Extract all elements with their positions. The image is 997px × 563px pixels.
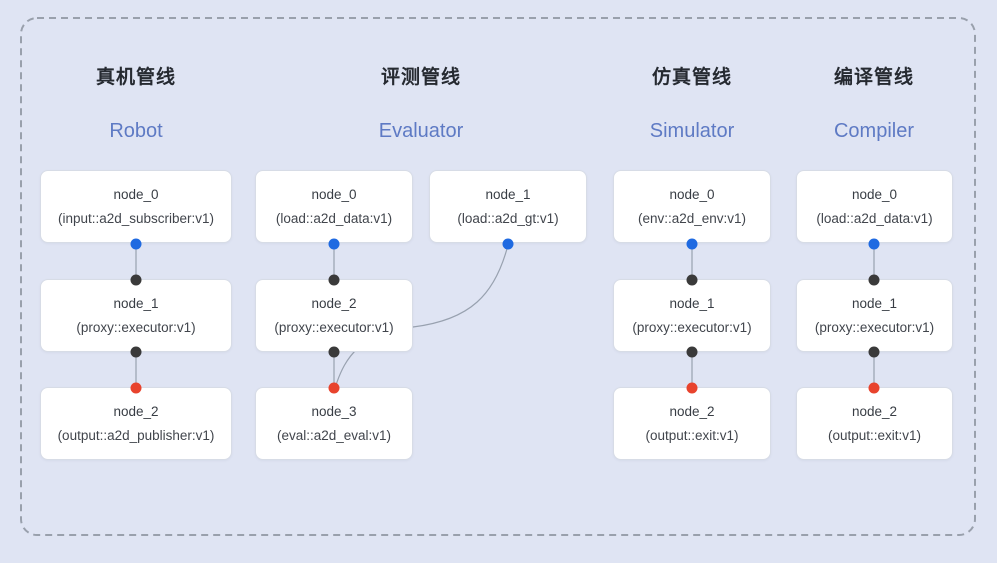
node-name: node_0 — [113, 186, 159, 202]
evaluator-node-0: node_0 (load::a2d_data:v1) — [255, 170, 413, 243]
black-port-dot — [686, 274, 698, 285]
evaluator-node-1: node_1 (load::a2d_gt:v1) — [429, 170, 587, 243]
node-type: (load::a2d_gt:v1) — [457, 210, 559, 226]
compiler-title-en: Compiler — [833, 120, 915, 142]
robot-node-0: node_0 (input::a2d_subscriber:v1) — [40, 170, 232, 243]
blue-port-dot — [328, 238, 340, 249]
simulator-node-2: node_2 (output::exit:v1) — [613, 387, 771, 460]
blue-port-dot — [130, 238, 142, 249]
node-type: (env::a2d_env:v1) — [637, 210, 747, 226]
node-type: (proxy::executor:v1) — [632, 319, 752, 335]
red-port-dot — [130, 382, 142, 393]
node-type: (proxy::executor:v1) — [274, 319, 394, 335]
simulator-node-1: node_1 (proxy::executor:v1) — [613, 279, 771, 352]
evaluator-title-zh: 评测管线 — [380, 67, 461, 88]
node-name: node_2 — [311, 295, 357, 311]
compiler-node-2: node_2 (output::exit:v1) — [796, 387, 953, 460]
black-port-dot — [130, 274, 142, 285]
node-type: (input::a2d_subscriber:v1) — [57, 210, 215, 226]
node-name: node_1 — [485, 186, 531, 202]
node-type: (proxy::executor:v1) — [76, 319, 196, 335]
black-port-dot — [868, 274, 880, 285]
compiler-node-0: node_0 (load::a2d_data:v1) — [796, 170, 953, 243]
black-port-dot — [130, 346, 142, 357]
node-name: node_2 — [851, 403, 898, 419]
simulator-title-en: Simulator — [649, 120, 735, 142]
node-name: node_1 — [113, 295, 159, 311]
node-name: node_2 — [669, 403, 715, 419]
blue-port-dot — [502, 238, 514, 249]
node-name: node_1 — [851, 295, 898, 311]
node-name: node_3 — [311, 403, 357, 419]
robot-node-1: node_1 (proxy::executor:v1) — [40, 279, 232, 352]
black-port-dot — [868, 346, 880, 357]
black-port-dot — [328, 346, 340, 357]
red-port-dot — [868, 382, 880, 393]
black-port-dot — [686, 346, 698, 357]
node-type: (eval::a2d_eval:v1) — [276, 427, 392, 443]
node-name: node_2 — [113, 403, 159, 419]
node-type: (output::a2d_publisher:v1) — [57, 427, 215, 443]
dashed-border-frame — [20, 17, 976, 536]
red-port-dot — [328, 382, 340, 393]
node-name: node_0 — [669, 186, 715, 202]
compiler-node-1: node_1 (proxy::executor:v1) — [796, 279, 953, 352]
evaluator-node-2: node_2 (proxy::executor:v1) — [255, 279, 413, 352]
node-name: node_0 — [311, 186, 357, 202]
compiler-title-zh: 编译管线 — [833, 67, 914, 88]
robot-node-2: node_2 (output::a2d_publisher:v1) — [40, 387, 232, 460]
edge-evaluator-n1-n3-curve — [335, 244, 509, 386]
blue-port-dot — [868, 238, 880, 249]
blue-port-dot — [686, 238, 698, 249]
node-type: (load::a2d_data:v1) — [275, 210, 393, 226]
node-type: (output::exit:v1) — [827, 427, 922, 443]
evaluator-title-en: Evaluator — [378, 120, 464, 142]
node-type: (output::exit:v1) — [645, 427, 739, 443]
node-name: node_0 — [851, 186, 898, 202]
node-type: (proxy::executor:v1) — [814, 319, 935, 335]
red-port-dot — [686, 382, 698, 393]
simulator-node-0: node_0 (env::a2d_env:v1) — [613, 170, 771, 243]
simulator-title-zh: 仿真管线 — [651, 67, 732, 88]
robot-title-en: Robot — [109, 120, 163, 142]
node-name: node_1 — [669, 295, 715, 311]
evaluator-node-3: node_3 (eval::a2d_eval:v1) — [255, 387, 413, 460]
black-port-dot — [328, 274, 340, 285]
robot-title-zh: 真机管线 — [95, 67, 176, 88]
node-type: (load::a2d_data:v1) — [816, 210, 933, 226]
